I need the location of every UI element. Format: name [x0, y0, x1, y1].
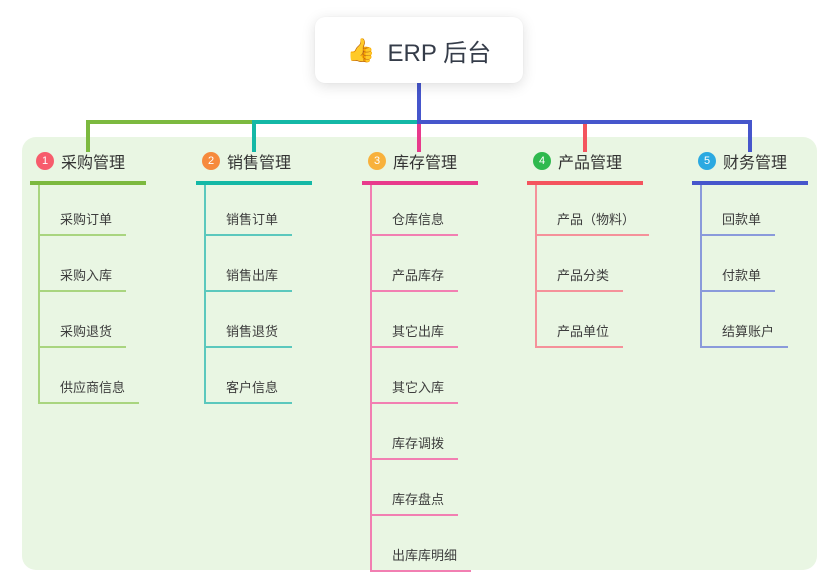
child-node[interactable]: 采购订单 — [40, 185, 127, 236]
branch-children: 仓库信息产品库存其它出库其它入库库存调拨库存盘点出库库明细 — [370, 185, 478, 572]
branch-title: 财务管理 — [723, 155, 788, 172]
branch-1: 1 采购管理 采购订单采购入库采购退货供应商信息 — [30, 147, 146, 404]
branch-number-badge: 5 — [698, 152, 716, 170]
branch-2: 2 销售管理 销售订单销售出库销售退货客户信息 — [196, 147, 312, 404]
connector-drop-branch2 — [252, 120, 256, 152]
branch-4: 4 产品管理 产品（物料）产品分类产品单位 — [527, 147, 650, 348]
child-node[interactable]: 其它出库 — [372, 292, 459, 348]
child-node[interactable]: 仓库信息 — [372, 185, 459, 236]
child-node[interactable]: 库存盘点 — [372, 460, 459, 516]
child-node[interactable]: 销售订单 — [206, 185, 293, 236]
branch-title: 采购管理 — [61, 155, 126, 172]
branch-header[interactable]: 3 库存管理 — [362, 147, 478, 185]
child-node[interactable]: 采购退货 — [40, 292, 127, 348]
child-node[interactable]: 付款单 — [702, 236, 776, 292]
branch-number-badge: 3 — [368, 152, 386, 170]
branch-title: 销售管理 — [227, 155, 292, 172]
child-node[interactable]: 产品库存 — [372, 236, 459, 292]
branch-number-badge: 2 — [202, 152, 220, 170]
branch-children: 采购订单采购入库采购退货供应商信息 — [38, 185, 146, 404]
child-node[interactable]: 库存调拨 — [372, 404, 459, 460]
child-node[interactable]: 产品单位 — [537, 292, 624, 348]
child-node[interactable]: 出库库明细 — [372, 516, 472, 572]
branch-header[interactable]: 4 产品管理 — [527, 147, 643, 185]
root-node-erp[interactable]: 👍 ERP 后台 — [315, 17, 523, 83]
branch-children: 产品（物料）产品分类产品单位 — [535, 185, 650, 348]
connector-root-stem — [417, 83, 421, 124]
child-node[interactable]: 产品分类 — [537, 236, 624, 292]
child-node[interactable]: 产品（物料） — [537, 185, 650, 236]
connector-drop-branch3 — [417, 124, 421, 152]
connector-drop-branch5 — [748, 120, 752, 152]
branch-children: 回款单付款单结算账户 — [700, 185, 808, 348]
branch-title: 产品管理 — [558, 155, 623, 172]
branch-children: 销售订单销售出库销售退货客户信息 — [204, 185, 312, 404]
branch-number-badge: 4 — [533, 152, 551, 170]
canvas-panel — [22, 137, 817, 570]
child-node[interactable]: 供应商信息 — [40, 348, 140, 404]
branch-5: 5 财务管理 回款单付款单结算账户 — [692, 147, 808, 348]
root-node-label: ERP 后台 — [387, 39, 492, 67]
child-node[interactable]: 销售退货 — [206, 292, 293, 348]
child-node[interactable]: 销售出库 — [206, 236, 293, 292]
thumbs-up-icon: 👍 — [346, 36, 376, 63]
connector-horizontal-blue — [419, 120, 752, 124]
branch-3: 3 库存管理 仓库信息产品库存其它出库其它入库库存调拨库存盘点出库库明细 — [362, 147, 478, 572]
connector-drop-branch1 — [86, 120, 90, 152]
connector-horizontal-green — [86, 120, 254, 124]
branch-header[interactable]: 1 采购管理 — [30, 147, 146, 185]
branch-header[interactable]: 5 财务管理 — [692, 147, 808, 185]
branch-title: 库存管理 — [393, 155, 458, 172]
child-node[interactable]: 采购入库 — [40, 236, 127, 292]
branch-number-badge: 1 — [36, 152, 54, 170]
branch-header[interactable]: 2 销售管理 — [196, 147, 312, 185]
connector-drop-branch4 — [583, 120, 587, 152]
child-node[interactable]: 回款单 — [702, 185, 776, 236]
connector-horizontal-teal — [252, 120, 419, 124]
child-node[interactable]: 其它入库 — [372, 348, 459, 404]
child-node[interactable]: 结算账户 — [702, 292, 789, 348]
child-node[interactable]: 客户信息 — [206, 348, 293, 404]
